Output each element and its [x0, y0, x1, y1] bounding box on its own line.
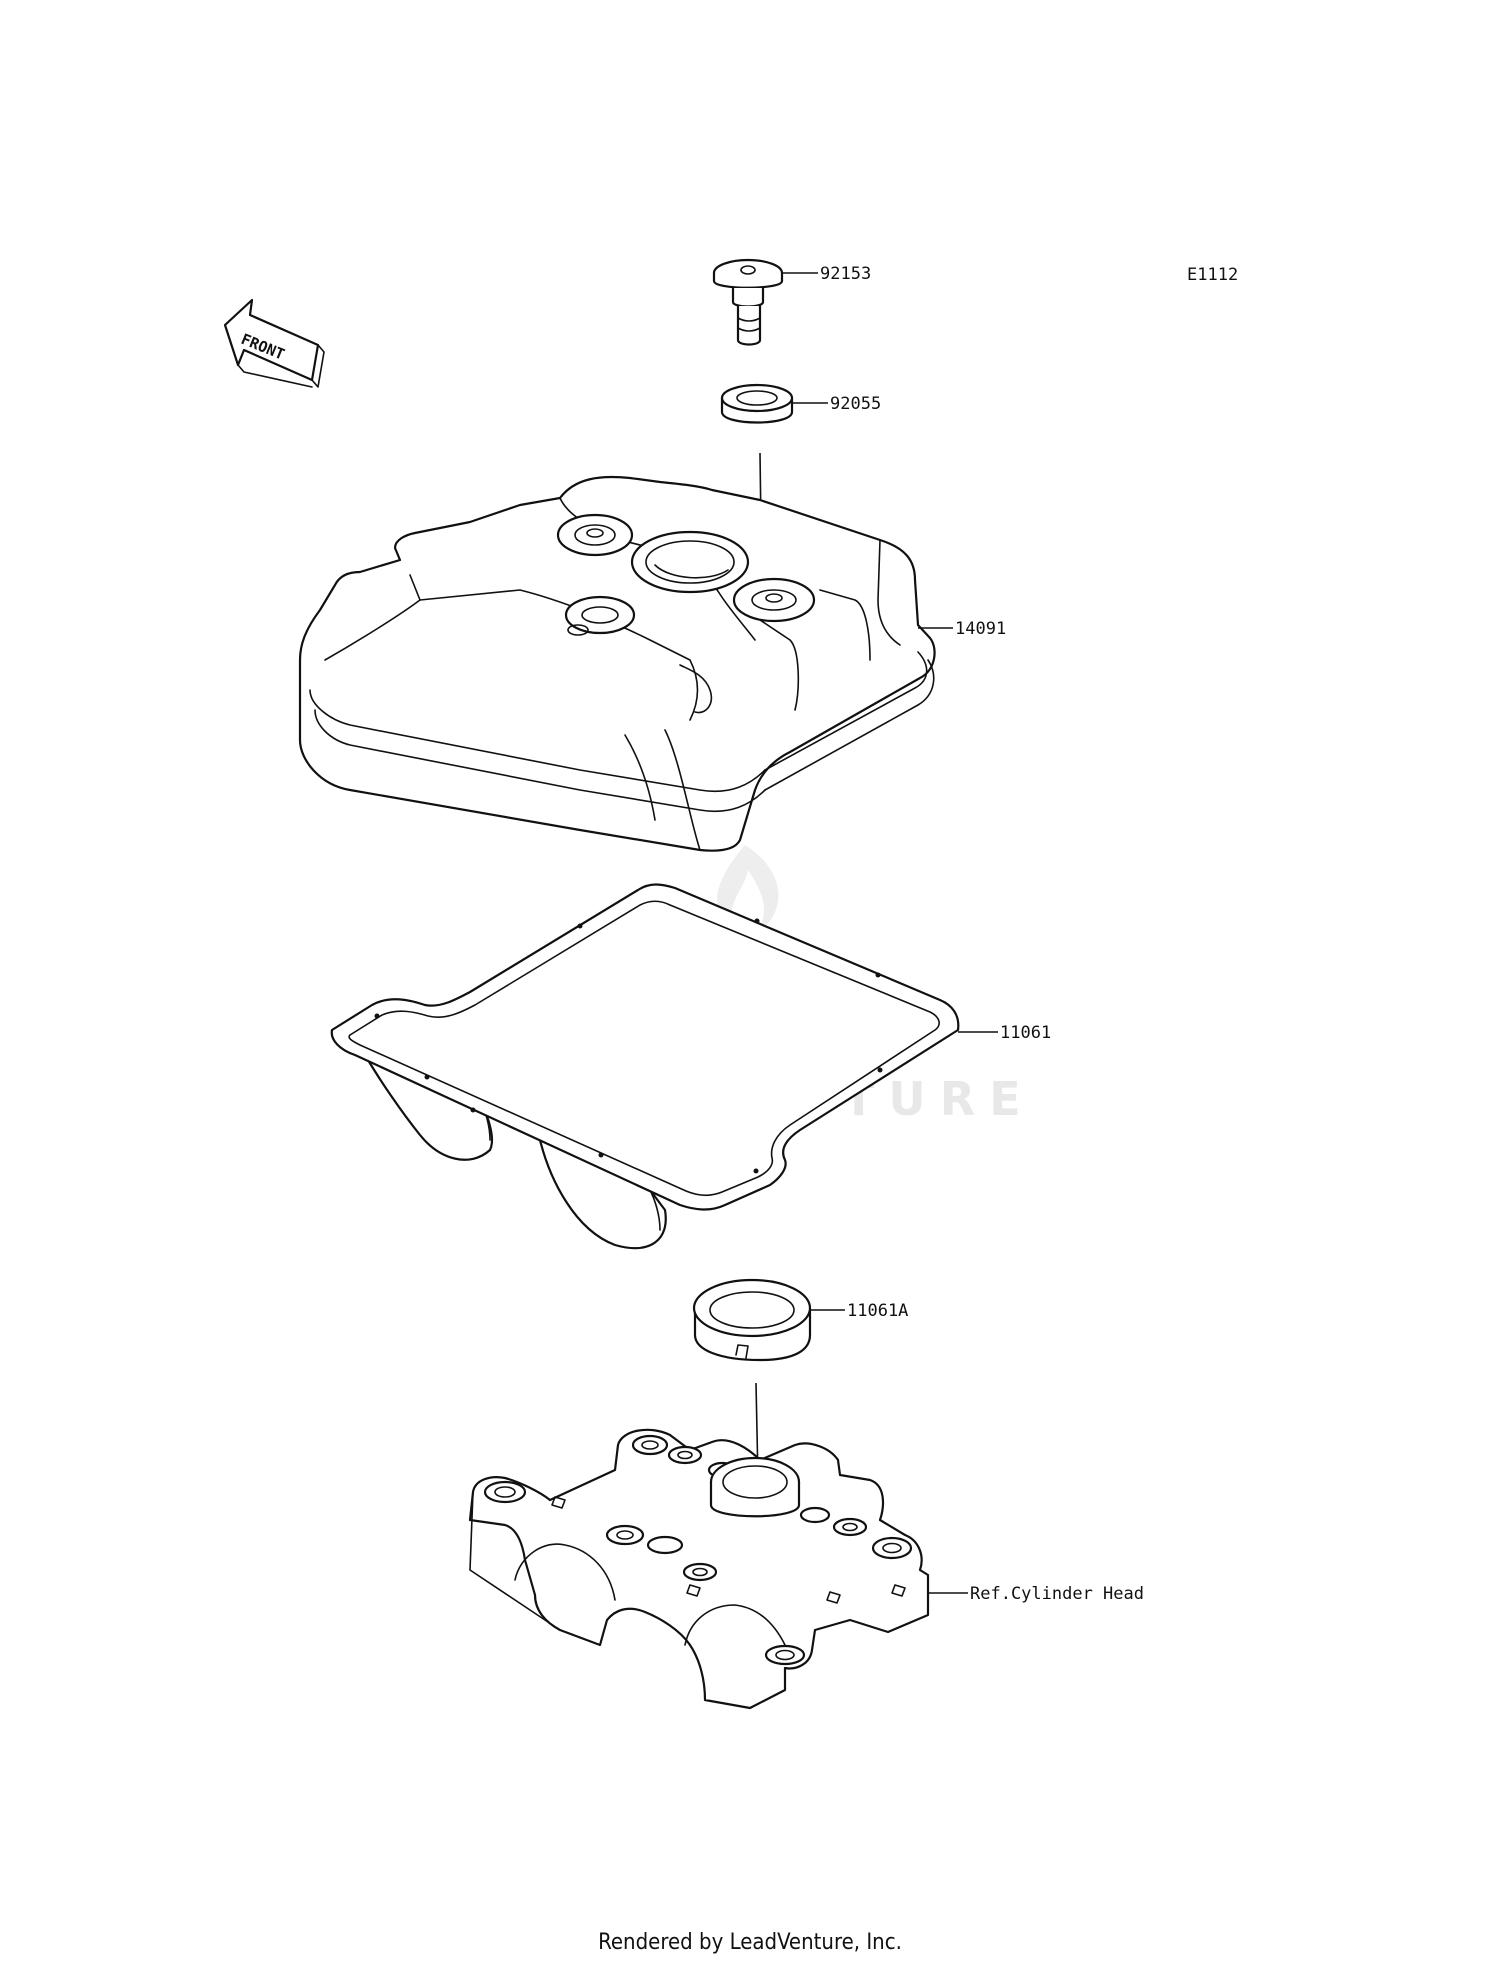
diagram-code: E1112 — [1187, 265, 1238, 285]
cylinder-head-cover-14091 — [298, 475, 936, 852]
grommet-92055 — [720, 383, 794, 424]
front-arrow-icon: FRONT — [223, 298, 325, 388]
cylinder-head-reference — [468, 1428, 930, 1710]
seal-11061a — [692, 1278, 812, 1362]
bolt-92153 — [712, 258, 784, 346]
footer-credit: Rendered by LeadVenture, Inc. — [598, 1930, 902, 1955]
label-14091: 14091 — [955, 619, 1006, 639]
label-92153: 92153 — [820, 264, 871, 284]
label-11061a: 11061A — [847, 1301, 908, 1321]
label-cylinder-head: Ref.Cylinder Head — [970, 1584, 1144, 1604]
gasket-11061 — [330, 883, 960, 1250]
label-11061: 11061 — [1000, 1023, 1051, 1043]
label-92055: 92055 — [830, 394, 881, 414]
